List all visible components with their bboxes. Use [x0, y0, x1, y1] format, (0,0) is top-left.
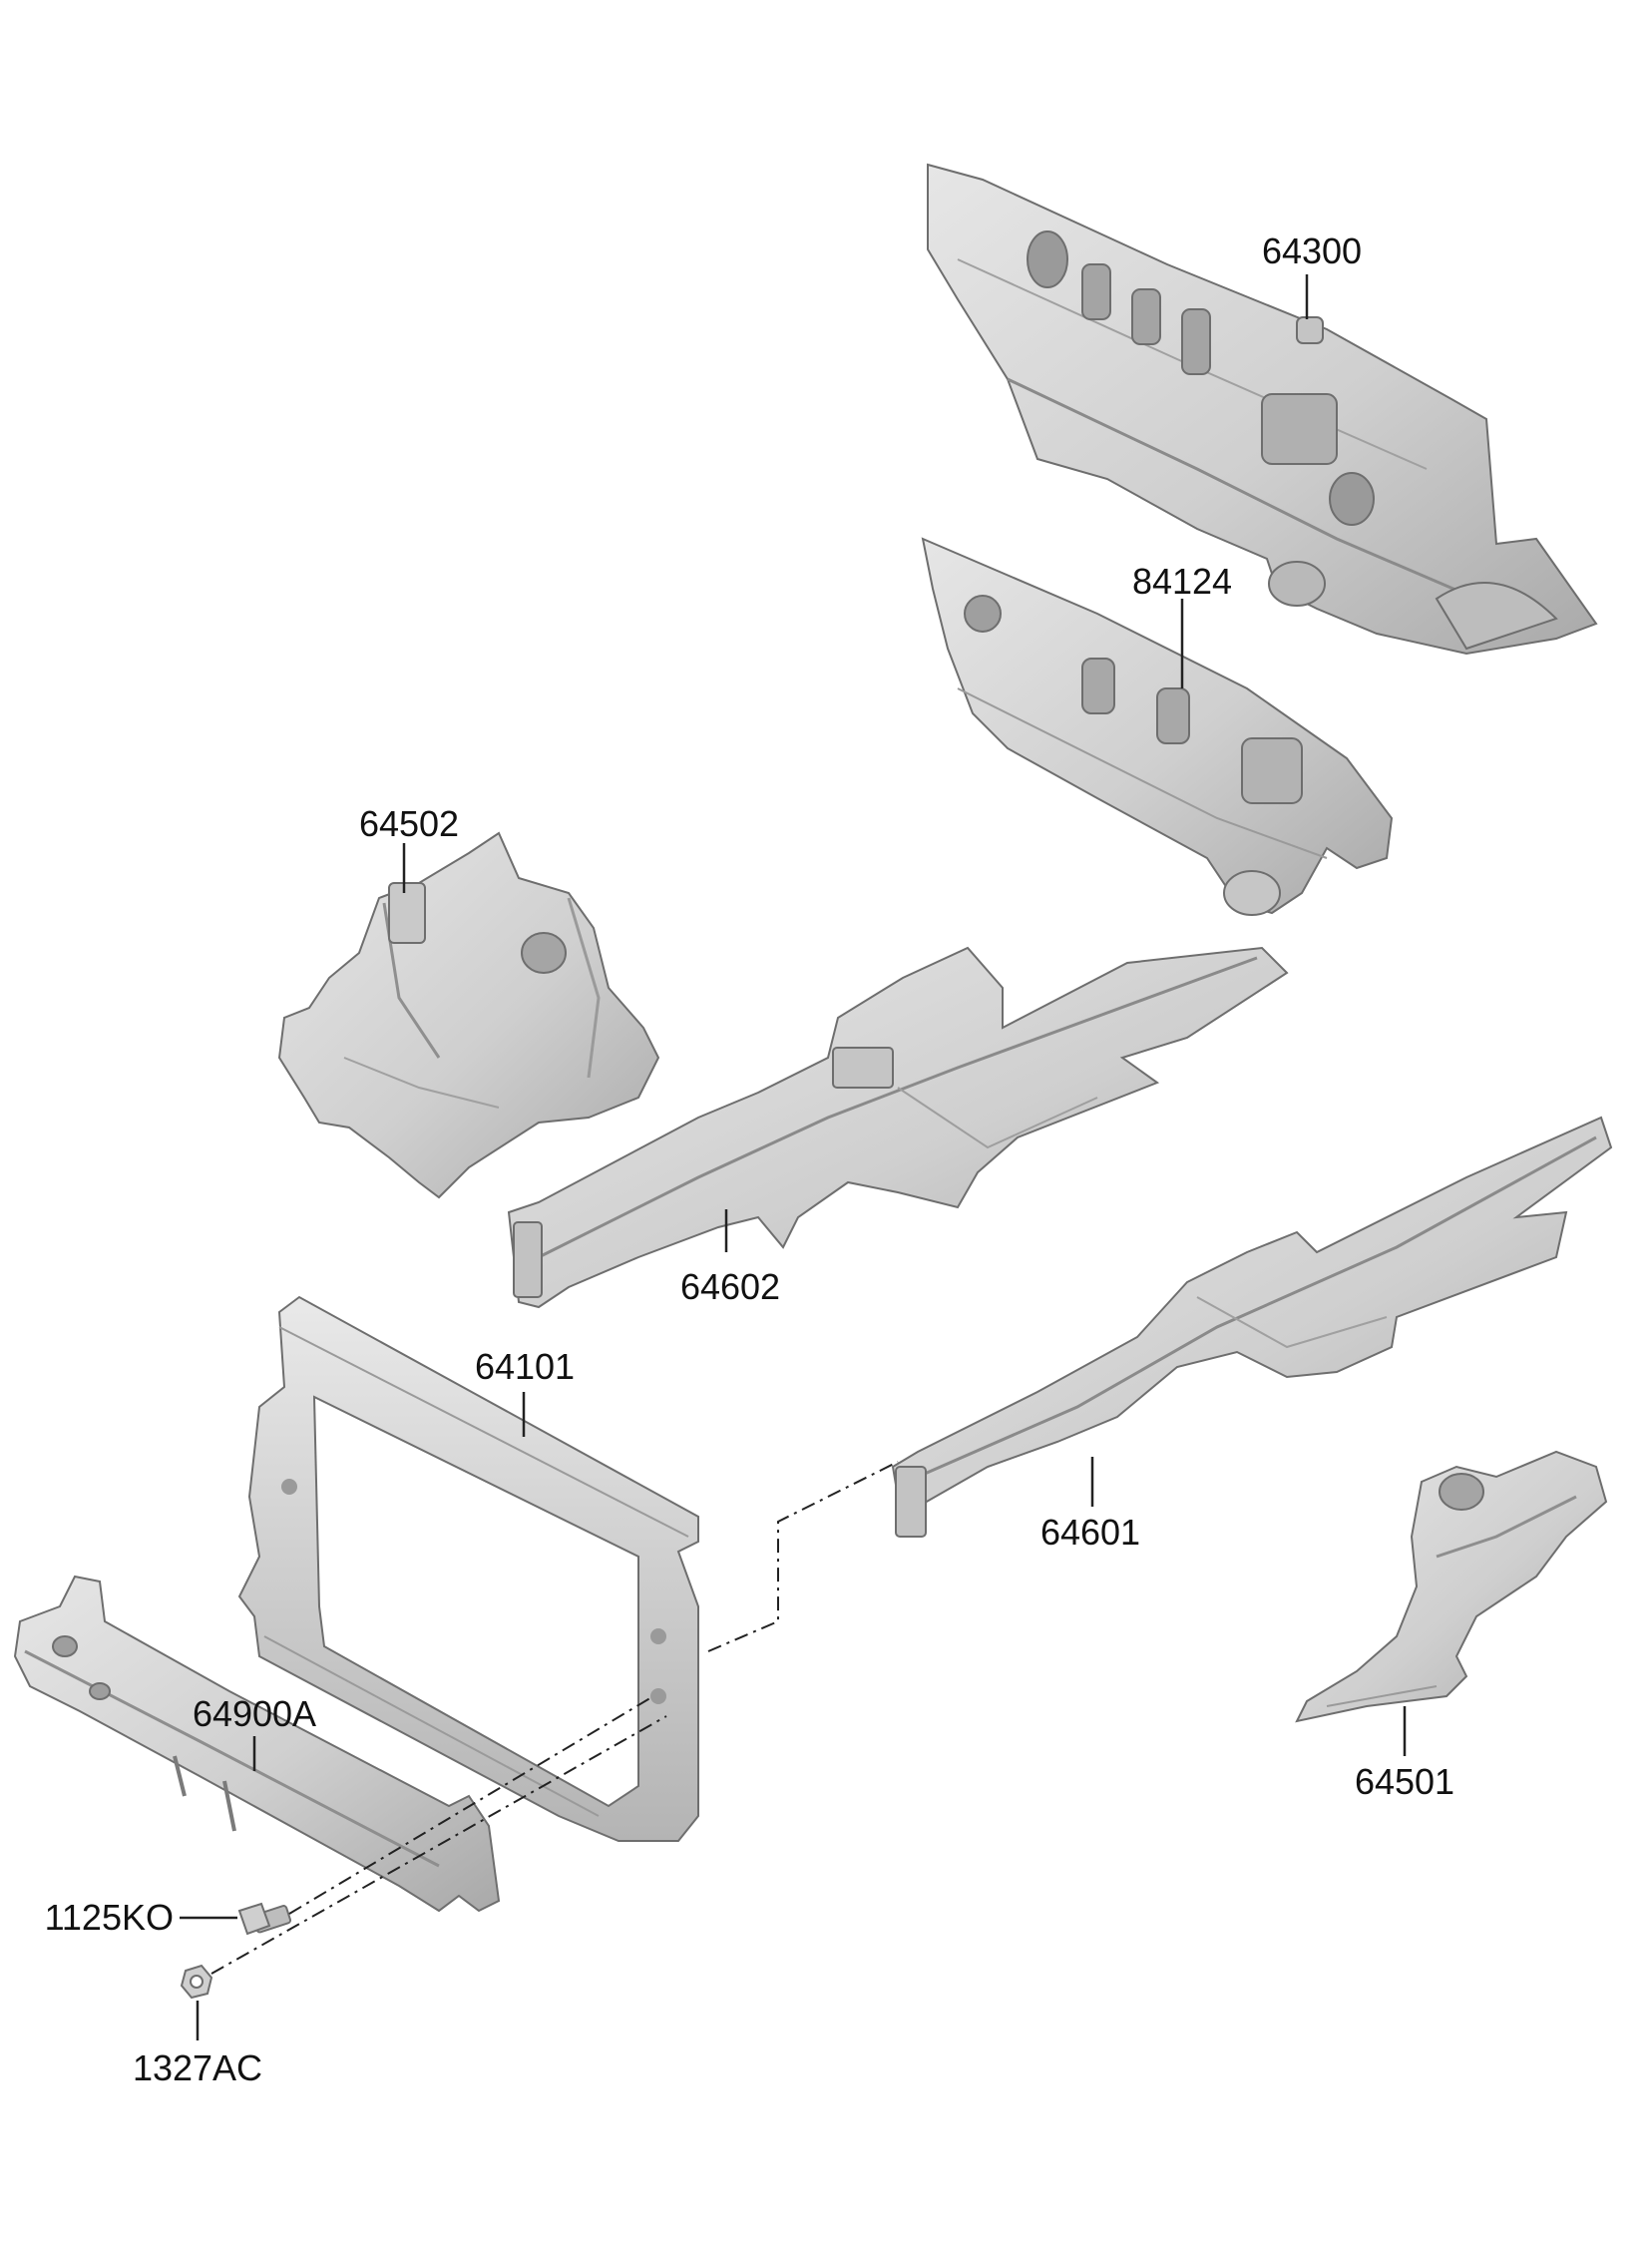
part-64501-apron — [1295, 1450, 1608, 1723]
part-1125KO-bolt-icon — [237, 1902, 292, 1936]
label-64101: 64101 — [474, 1346, 576, 1387]
assembly-line-frame-to-64601 — [707, 1461, 899, 1652]
label-64300: 64300 — [1261, 230, 1363, 271]
assembly-lines — [210, 1461, 899, 1975]
part-64300-dash-panel — [927, 163, 1598, 656]
label-64502: 64502 — [358, 803, 460, 844]
assembly-line-nut — [210, 1715, 667, 1975]
leader-lines — [180, 274, 1407, 2040]
label-1125KO: 1125KO — [44, 1897, 174, 1938]
label-64602: 64602 — [679, 1266, 781, 1307]
label-1327AC: 1327AC — [132, 2047, 263, 2088]
part-64602-side-member — [507, 946, 1289, 1309]
part-64101-radiator-support — [237, 1295, 699, 1842]
label-64900A: 64900A — [192, 1693, 317, 1734]
part-64900A-bumper-beam — [13, 1575, 501, 1913]
label-84124: 84124 — [1131, 561, 1233, 602]
part-64601-side-member — [891, 1116, 1613, 1538]
label-64501: 64501 — [1354, 1761, 1455, 1802]
part-1327AC-nut-icon — [180, 1964, 213, 2000]
part-64502-apron — [277, 831, 660, 1199]
label-64601: 64601 — [1039, 1512, 1141, 1553]
assembly-line-bolt — [288, 1695, 654, 1915]
part-84124-insulator — [921, 537, 1394, 916]
